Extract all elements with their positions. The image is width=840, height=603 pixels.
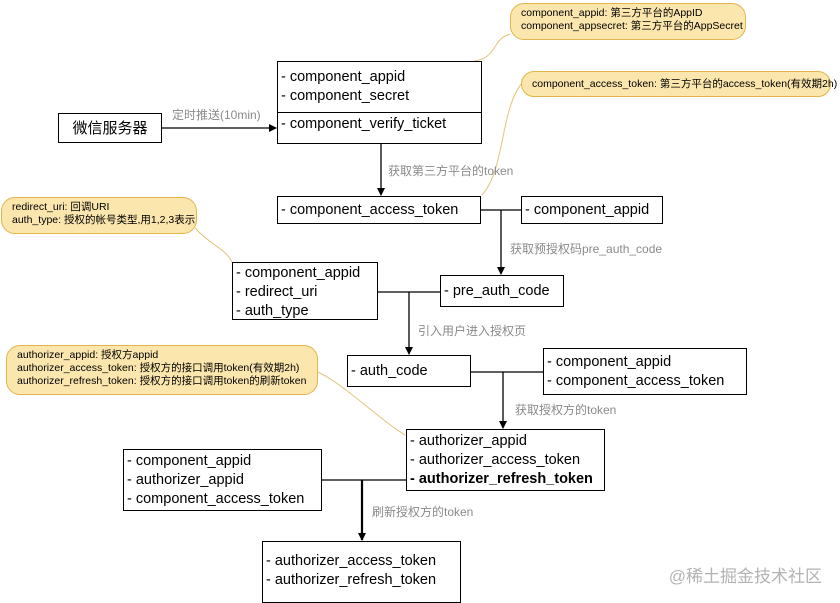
label-get-token: 获取第三方平台的token bbox=[388, 164, 514, 178]
note-line: component_appid: 第三方平台的AppID bbox=[521, 7, 703, 19]
watermark: @稀土掘金技术社区 bbox=[668, 567, 822, 586]
box-line: - component_appid bbox=[281, 69, 406, 85]
auth-inputs-box: - component_appid - component_access_tok… bbox=[543, 348, 747, 395]
wechat-server-label: 微信服务器 bbox=[72, 119, 148, 137]
box-line: - component_access_token bbox=[127, 491, 305, 507]
note-leader-4 bbox=[317, 371, 406, 436]
box-line: - authorizer_refresh_token bbox=[410, 471, 593, 487]
ticket-box: - component_appid - component_secret - c… bbox=[277, 61, 482, 144]
appid-right-box: - component_appid bbox=[521, 196, 663, 224]
label-enter-auth: 引入用户进入授权页 bbox=[418, 324, 527, 338]
box-line: - component_appid bbox=[236, 265, 361, 281]
note-leader-2 bbox=[481, 82, 523, 196]
access-token-box: - component_access_token bbox=[277, 196, 481, 224]
note-component-app: component_appid: 第三方平台的AppID component_a… bbox=[510, 3, 746, 40]
box-line: - component_appid bbox=[127, 453, 252, 469]
note-authorizer: authorizer_appid: 授权方appid authorizer_ac… bbox=[6, 345, 318, 395]
box-line: - pre_auth_code bbox=[444, 283, 550, 299]
note-access-token: component_access_token: 第三方平台的access_tok… bbox=[521, 71, 838, 97]
label-get-preauth: 获取预授权码pre_auth_code bbox=[510, 242, 663, 256]
box-line: - component_verify_ticket bbox=[281, 116, 447, 132]
refresh-inputs-box: - component_appid - authorizer_appid - c… bbox=[123, 449, 322, 511]
box-line: - component_secret bbox=[281, 88, 410, 104]
result-box: - authorizer_access_token - authorizer_r… bbox=[262, 541, 461, 603]
auth-code-box: - auth_code bbox=[347, 355, 471, 387]
box-line: - authorizer_appid bbox=[127, 472, 244, 488]
box-line: - component_appid bbox=[547, 354, 672, 370]
note-line: authorizer_appid: 授权方appid bbox=[17, 349, 159, 361]
box-line: - authorizer_appid bbox=[410, 433, 527, 449]
box-line: - component_access_token bbox=[547, 373, 725, 389]
authorizer-box: - authorizer_appid - authorizer_access_t… bbox=[406, 429, 605, 491]
label-refresh: 刷新授权方的token bbox=[372, 505, 474, 519]
label-push: 定时推送(10min) bbox=[172, 108, 261, 122]
box-line: - authorizer_refresh_token bbox=[266, 572, 437, 588]
box-line: - authorizer_access_token bbox=[410, 452, 581, 468]
note-leader-3 bbox=[194, 227, 233, 263]
note-line: authorizer_refresh_token: 授权方的接口调用token的… bbox=[17, 375, 307, 387]
preauth-inputs-box: - component_appid - redirect_uri - auth_… bbox=[232, 262, 378, 320]
label-get-auth-token: 获取授权方的token bbox=[515, 403, 617, 417]
note-line: component_appsecret: 第三方平台的AppSecret bbox=[521, 20, 743, 32]
note-line: auth_type: 授权的帐号类型,用1,2,3表示 bbox=[12, 214, 196, 226]
wechat-server-box: 微信服务器 bbox=[58, 113, 162, 143]
note-line: redirect_uri: 回调URI bbox=[12, 201, 110, 213]
note-leader-1 bbox=[469, 33, 511, 63]
pre-auth-code-box: - pre_auth_code bbox=[440, 275, 564, 307]
note-line: component_access_token: 第三方平台的access_tok… bbox=[532, 78, 838, 90]
box-line: - component_appid bbox=[525, 202, 650, 218]
note-line: authorizer_access_token: 授权方的接口调用token(有… bbox=[17, 362, 300, 374]
box-line: - auth_code bbox=[351, 363, 428, 379]
note-redirect: redirect_uri: 回调URI auth_type: 授权的帐号类型,用… bbox=[1, 197, 197, 234]
box-line: - component_access_token bbox=[281, 202, 459, 218]
box-line: - authorizer_access_token bbox=[266, 553, 437, 569]
box-line: - redirect_uri bbox=[236, 284, 318, 300]
box-line: - auth_type bbox=[236, 303, 309, 319]
